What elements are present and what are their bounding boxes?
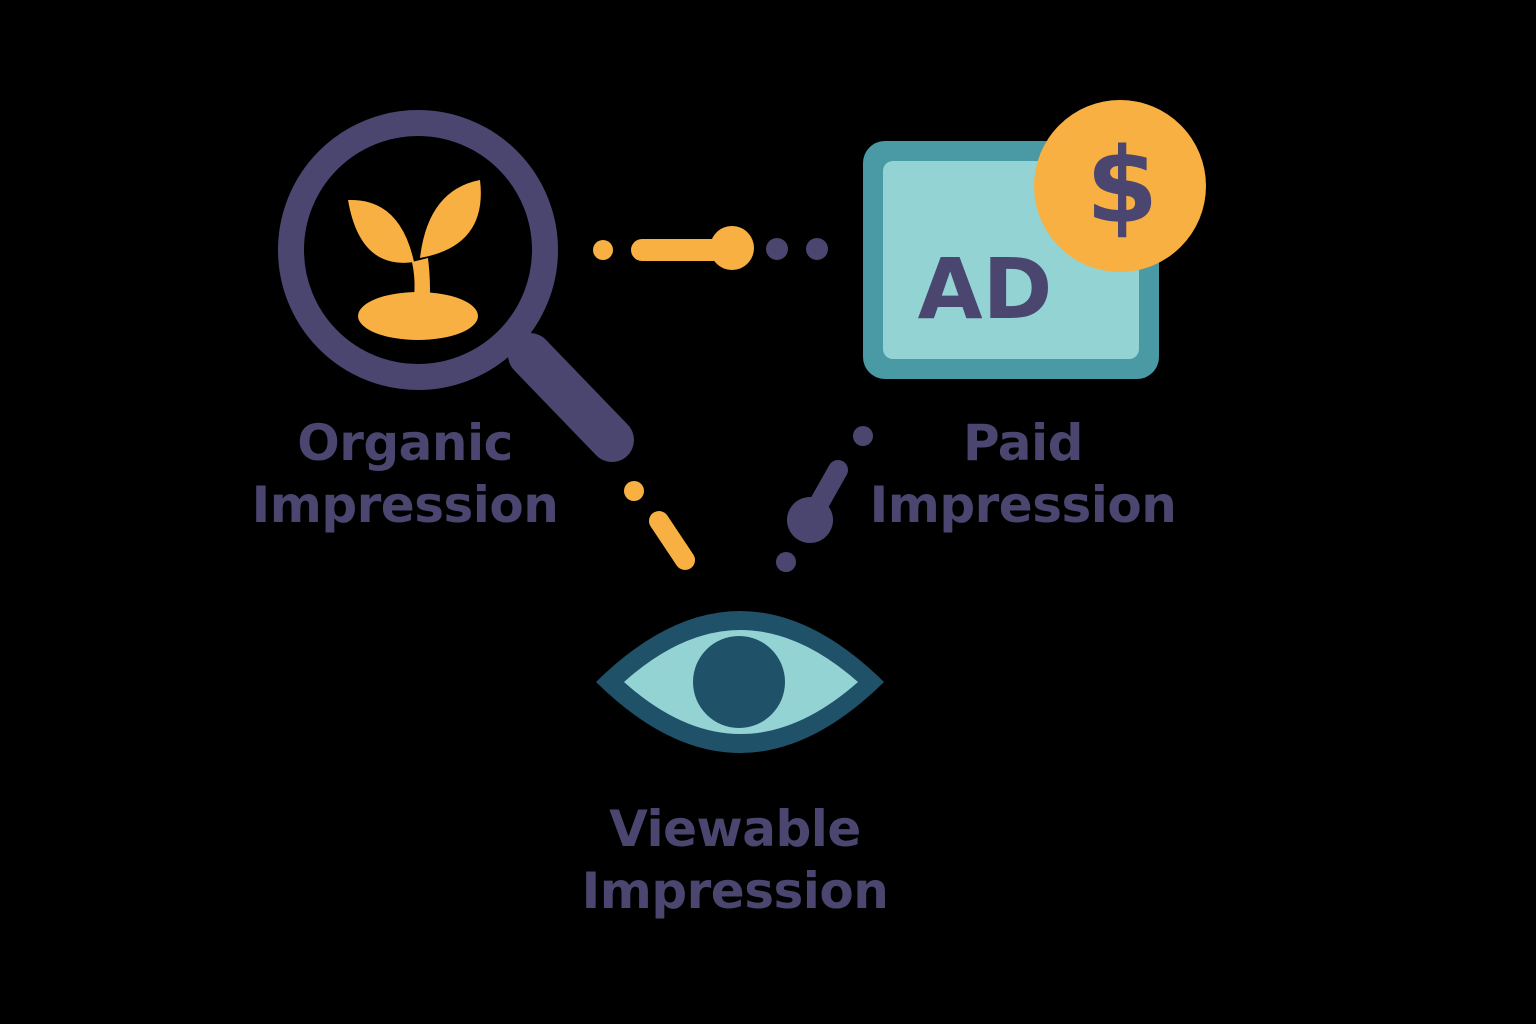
paid-impression-label: Paid Impression [848,412,1198,536]
paid-label-line1: Paid [963,414,1083,472]
organic-label-line2: Impression [251,476,559,534]
connector-organic-viewable [624,481,695,570]
dollar-coin-icon: $ [1034,100,1206,272]
organic-impression-label: Organic Impression [230,412,580,536]
connector-paid-viewable [776,426,873,572]
ad-dollar-icon: AD $ [863,100,1206,379]
sprout-icon [348,180,481,340]
viewable-impression-label: Viewable Impression [560,798,910,922]
organic-label-line1: Organic [297,414,513,472]
ad-text: AD [918,240,1053,338]
viewable-label-line1: Viewable [609,800,861,858]
svg-text:$: $ [1086,125,1158,247]
paid-label-line2: Impression [869,476,1177,534]
magnifier-sprout-icon [278,110,634,462]
connector-organic-paid [593,226,828,270]
viewable-label-line2: Impression [581,862,889,920]
eye-icon [596,611,884,753]
